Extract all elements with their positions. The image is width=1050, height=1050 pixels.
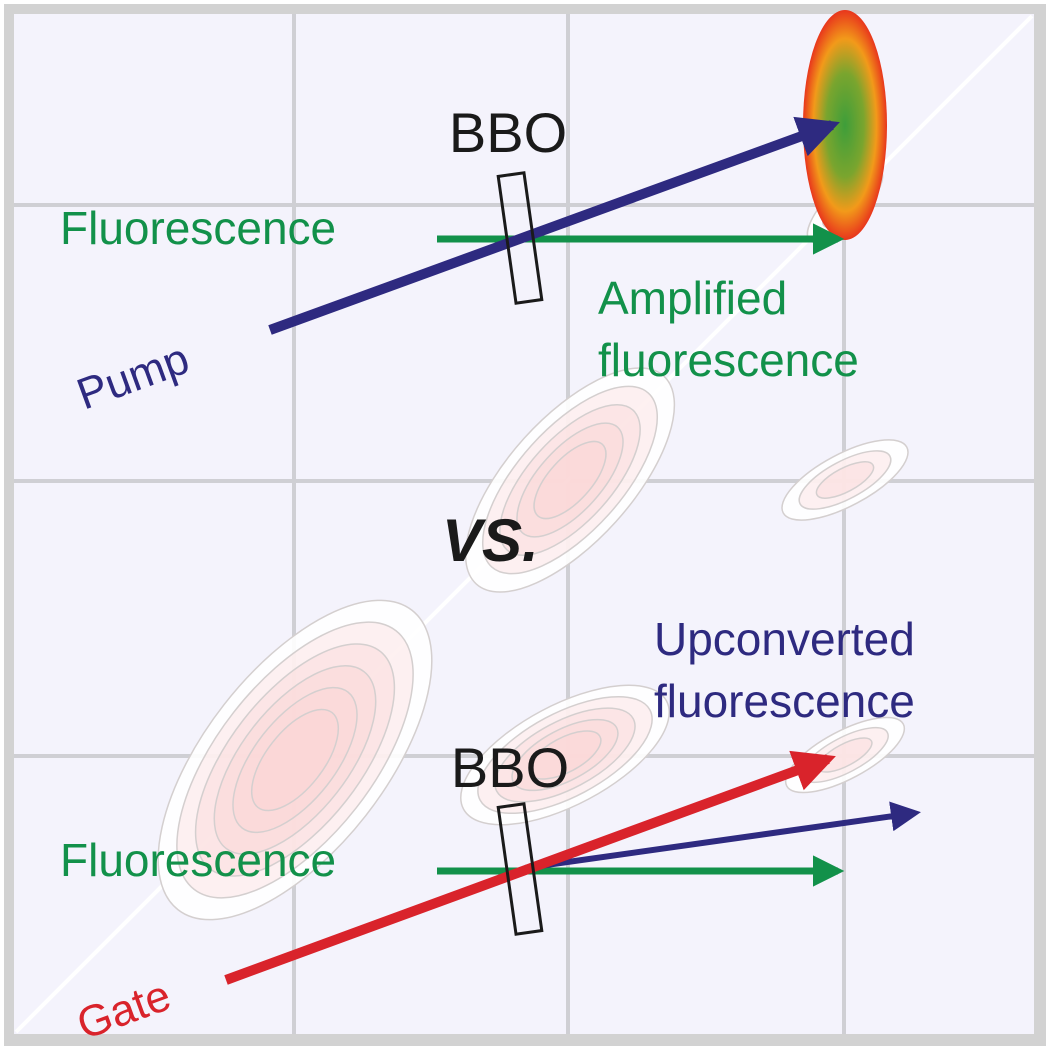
contour-ring [528, 730, 602, 780]
contour-blob [157, 599, 433, 921]
contour-blobs [157, 166, 909, 921]
upconverted-label-line2: fluorescence [654, 675, 915, 727]
fluorescence-label: Fluorescence [60, 834, 336, 886]
contour-blob [781, 439, 909, 521]
amplified-label-line1: Amplified [598, 272, 787, 324]
contour-blob [460, 684, 670, 826]
fluorescence-label: Fluorescence [60, 202, 336, 254]
contour-ring [781, 439, 909, 521]
bbo-crystal [496, 171, 544, 305]
bbo-label: BBO [449, 101, 567, 164]
amplified-label-line2: fluorescence [598, 334, 859, 386]
upconverted-label-line1: Upconverted [654, 613, 915, 665]
vs-label: VS. [442, 507, 539, 574]
contour-ring [533, 440, 607, 520]
contour-ring [815, 461, 875, 499]
contour-blob [464, 367, 676, 593]
pump-arrow [268, 116, 840, 335]
contour-ring [250, 708, 340, 812]
bbo-label: BBO [451, 736, 569, 799]
bbo-crystal [496, 802, 544, 936]
bottom-panel: BBO Fluorescence Gate Upconverted fluore… [60, 613, 921, 1049]
upconverted-arrow [524, 801, 921, 871]
amplified-spot [803, 10, 887, 240]
gate-arrow [224, 750, 836, 985]
contour-ring [798, 450, 892, 510]
